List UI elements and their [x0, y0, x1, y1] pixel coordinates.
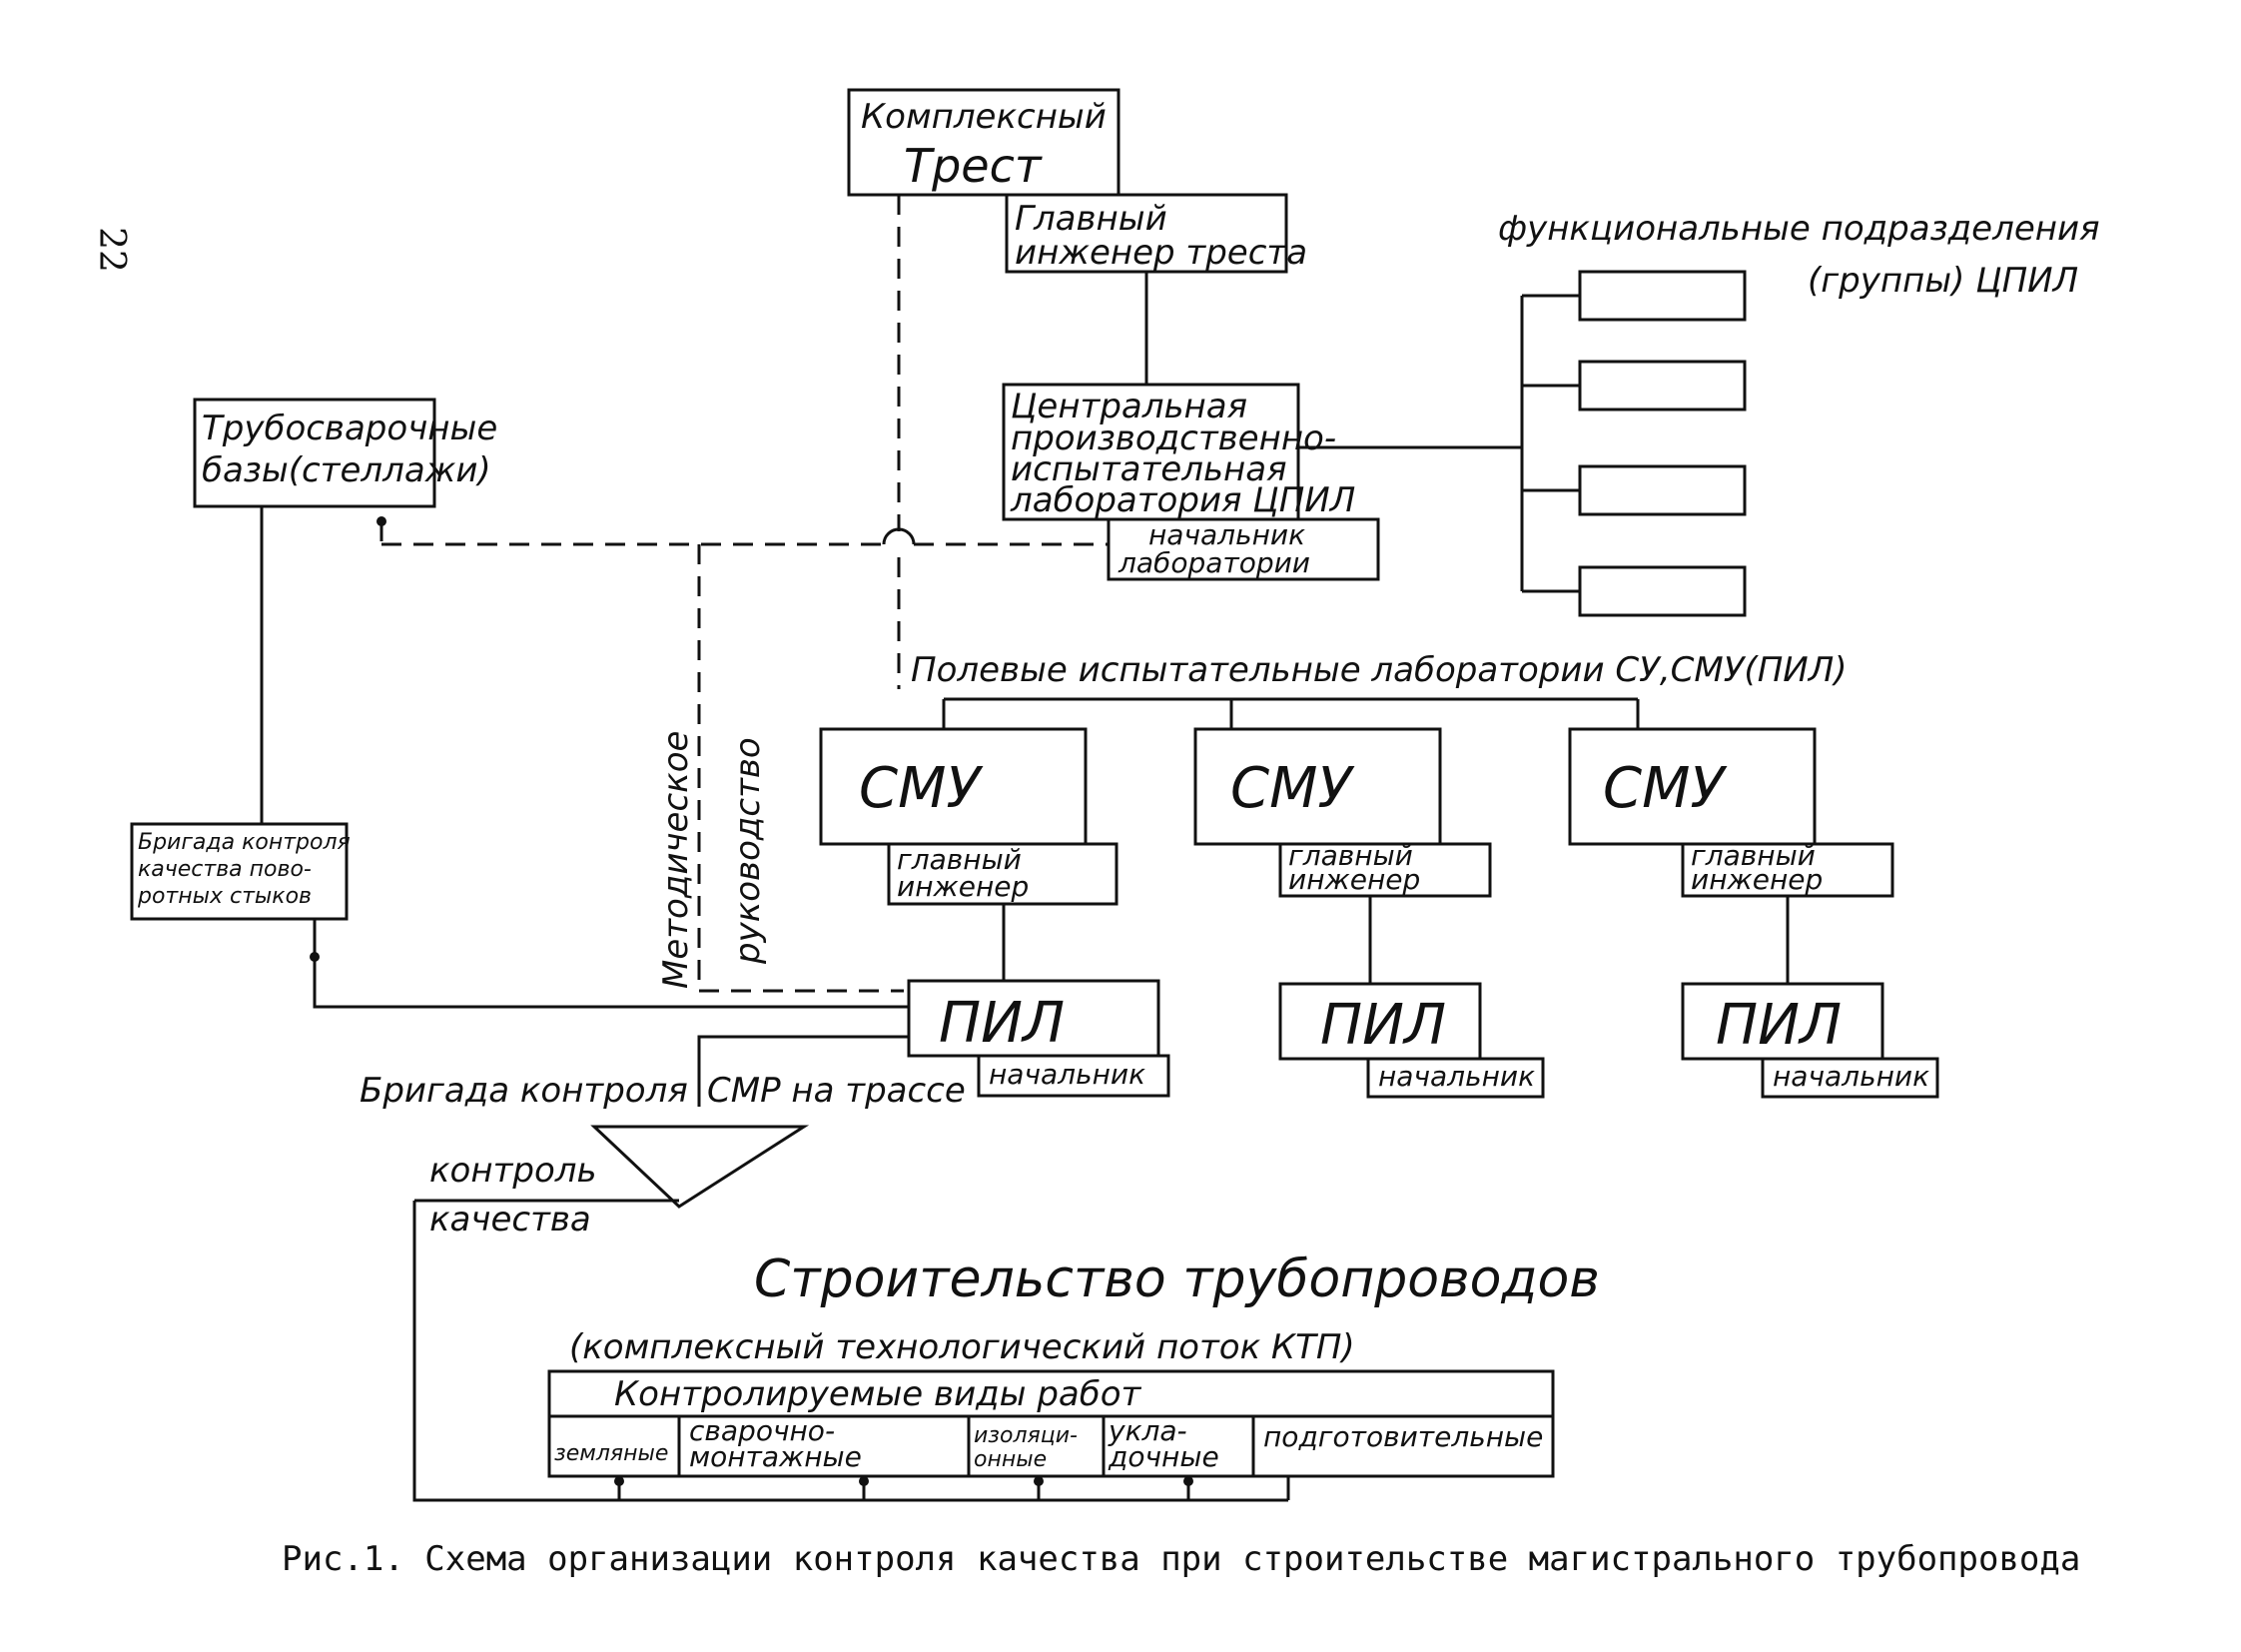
pil-title-3: ПИЛ: [1716, 993, 1842, 1058]
methodical-guidance-line1: Методическое: [656, 731, 696, 989]
smu-engineer-2-line1: главный: [1288, 839, 1413, 872]
smu-unit-2: СМУ главный инженер ПИЛ начальник: [1193, 727, 1545, 1099]
field-labs-label: Полевые испытательные лаборатории СУ,СМУ…: [911, 650, 1848, 690]
work-type-earth: земляные: [554, 1441, 668, 1466]
pil-title-2: ПИЛ: [1320, 993, 1446, 1058]
pil-head-1: начальник: [989, 1058, 1145, 1091]
quality-control-line1: контроль: [429, 1151, 597, 1191]
rotary-joint-brigade-line2: качества пово-: [138, 857, 312, 882]
smu-engineer-2-line2: инженер: [1288, 863, 1420, 896]
smu-engineer-box-3: [1681, 842, 1894, 898]
construction-subtitle: (комплексный технологический поток КТП): [569, 1327, 1355, 1367]
functional-unit-box-4: [1578, 565, 1747, 617]
work-type-preparatory: подготовительные: [1263, 1420, 1543, 1453]
control-brigade-label: Бригада контроля: [360, 1071, 688, 1111]
lab-head-box: начальник лаборатории: [1107, 517, 1380, 581]
pipe-welding-bases-line2: базы(стеллажи): [202, 450, 491, 490]
functional-unit-box-3: [1578, 464, 1747, 516]
smu-engineer-3-line1: главный: [1691, 839, 1816, 872]
smu-engineer-box-1: [887, 842, 1119, 906]
figure-caption: Рис.1. Схема организации контроля качест…: [282, 1539, 2080, 1579]
smu-title-1: СМУ: [859, 756, 984, 821]
lab-head-line2: лаборатории: [1118, 546, 1310, 579]
smu-title-2: СМУ: [1230, 756, 1355, 821]
methodical-guidance-lines: [379, 195, 1109, 993]
pil-head-box-2: [1366, 1057, 1545, 1099]
page-number: 22: [91, 227, 132, 273]
lab-head-line1: начальник: [1148, 518, 1305, 551]
pipe-welding-bases-box: Трубосварочные базы(стеллажи): [193, 398, 497, 508]
functional-units-connectors: [1298, 294, 1580, 593]
smu-engineer-3-line2: инженер: [1691, 863, 1823, 896]
central-lab-box: Центральная производственно- испытательн…: [1002, 383, 1355, 521]
functional-unit-box-1: [1578, 270, 1747, 322]
functional-units-line2: (группы) ЦПИЛ: [1808, 261, 2078, 301]
construction-title: Строительство трубопроводов: [754, 1249, 1600, 1309]
chief-engineer-trust-box: Главный инженер треста: [1005, 193, 1307, 274]
pil-title-1: ПИЛ: [939, 991, 1065, 1056]
rotary-joint-brigade-line3: ротных стыков: [137, 884, 312, 909]
work-type-laying-line1: укла-: [1108, 1414, 1187, 1447]
chief-engineer-trust-line2: инженер треста: [1015, 233, 1307, 273]
central-lab-line4: лаборатория ЦПИЛ: [1010, 480, 1355, 520]
smu-unit-3: СМУ главный инженер ПИЛ начальник: [1568, 727, 1939, 1099]
rotary-joint-brigade-line1: Бригада контроля: [138, 830, 351, 855]
work-type-laying-line2: дочные: [1108, 1440, 1219, 1473]
pipe-welding-bases-line1: Трубосварочные: [202, 409, 497, 448]
functional-units-line1: функциональные подразделения: [1498, 209, 2100, 249]
work-type-insulation-line2: онные: [974, 1447, 1047, 1472]
chief-engineer-trust-line1: Главный: [1015, 199, 1167, 239]
methodical-guidance-line2: руководство: [728, 737, 768, 965]
field-labs-connectors: [942, 697, 1640, 729]
smr-route-label: СМР на трассе: [707, 1071, 966, 1111]
smu-unit-1: СМУ главный инженер ПИЛ начальник: [819, 727, 1170, 1098]
trust-line2: Трест: [904, 139, 1043, 193]
control-brigade-area: Бригада контроля СМР на трассе контроль …: [360, 1035, 1288, 1502]
central-lab-line2: производственно-: [1011, 418, 1336, 458]
work-type-welding-line1: сварочно-: [689, 1414, 835, 1447]
pil-head-box-1: [977, 1054, 1170, 1098]
quality-control-triangle: [590, 1125, 810, 1209]
work-types-header: Контролируемые виды работ: [614, 1374, 1142, 1414]
trust-line1: Комплексный: [861, 97, 1107, 137]
smu-title-3: СМУ: [1603, 756, 1728, 821]
central-lab-line3: испытательная: [1011, 449, 1287, 489]
work-type-welding-line2: монтажные: [689, 1440, 862, 1473]
pil-head-2: начальник: [1378, 1060, 1535, 1093]
smu-engineer-box-2: [1278, 842, 1492, 898]
work-type-connectors: [614, 1476, 1290, 1500]
rotary-joint-brigade-box: Бригада контроля качества пово- ротных с…: [130, 822, 351, 921]
work-type-insulation-line1: изоляци-: [974, 1423, 1078, 1448]
functional-unit-box-2: [1578, 360, 1747, 412]
smu-box-1: [819, 727, 1088, 846]
pil-head-3: начальник: [1773, 1060, 1929, 1093]
pil-head-box-3: [1761, 1057, 1939, 1099]
smu-box-3: [1568, 727, 1817, 846]
smu-engineer-1-line1: главный: [897, 843, 1022, 876]
quality-control-line2: качества: [429, 1200, 591, 1239]
brigade-to-pil-line: [313, 919, 909, 1009]
pil-box-3: [1681, 982, 1884, 1061]
smu-engineer-1-line2: инженер: [897, 870, 1029, 903]
work-types-table: Контролируемые виды работ земляные сваро…: [547, 1369, 1555, 1500]
trust-box: Комплексный Трест: [847, 88, 1120, 197]
smu-box-2: [1193, 727, 1442, 846]
central-lab-line1: Центральная: [1011, 387, 1247, 426]
